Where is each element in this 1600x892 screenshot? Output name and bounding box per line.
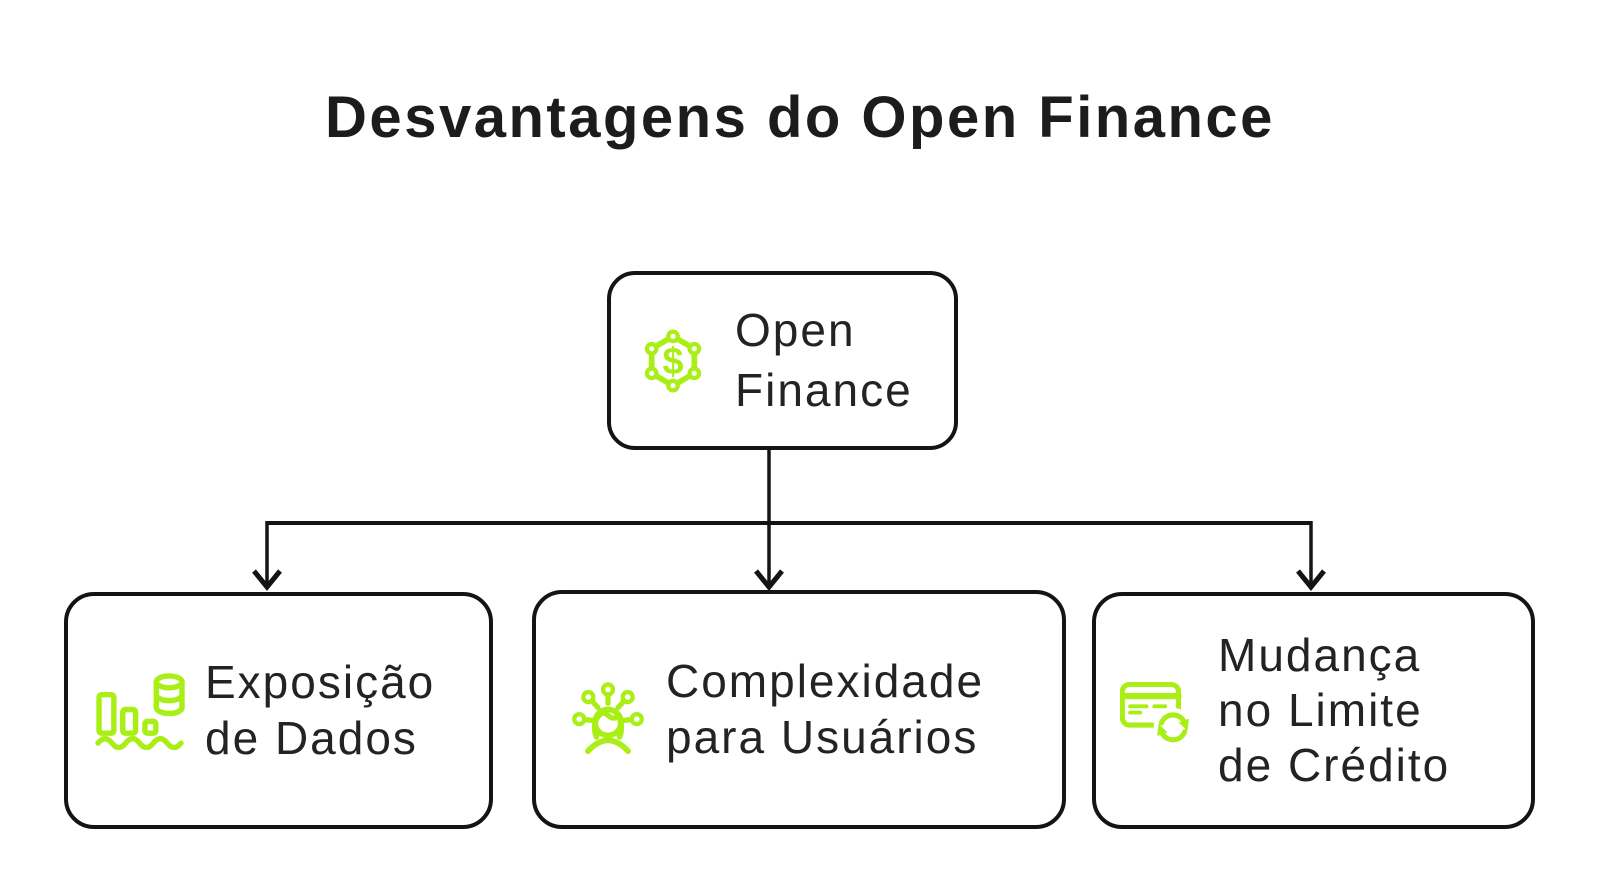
data-bars-leak-icon: [94, 671, 189, 750]
node-mudanca-no-limite-de-credito: Mudança no Limite de Crédito: [1092, 592, 1535, 829]
arrowhead-down-center: [754, 569, 784, 591]
node-label-line: de Dados: [205, 711, 418, 764]
node-label-line: de Crédito: [1218, 739, 1451, 792]
node-label-line: Exposição: [205, 656, 436, 709]
node-label-line: Mudança: [1218, 628, 1422, 681]
page-title: Desvantagens do Open Finance: [325, 85, 1275, 150]
node-label: Mudança no Limite de Crédito: [1218, 628, 1450, 794]
hexagon-dollar-network-icon: $: [637, 325, 709, 397]
node-label: Exposição de Dados: [205, 655, 435, 765]
node-label-line: no Limite: [1218, 683, 1423, 736]
node-exposicao-de-dados: Exposição de Dados: [64, 592, 493, 829]
arrowhead-down-left: [252, 569, 282, 591]
svg-text:$: $: [662, 340, 683, 382]
node-label-line: Finance: [735, 363, 913, 416]
node-label: Complexidade para Usuários: [666, 654, 984, 764]
node-label-line: para Usuários: [666, 710, 979, 763]
node-label-line: Open: [735, 303, 856, 356]
overwhelmed-user-icon: [562, 664, 654, 756]
node-complexidade-para-usuarios: Complexidade para Usuários: [532, 590, 1066, 829]
node-label-line: Complexidade: [666, 655, 985, 708]
credit-card-refresh-icon: [1120, 675, 1198, 747]
arrowhead-down-right: [1296, 569, 1326, 591]
node-open-finance: $ Open Finance: [607, 271, 958, 450]
node-label: Open Finance: [735, 301, 913, 421]
